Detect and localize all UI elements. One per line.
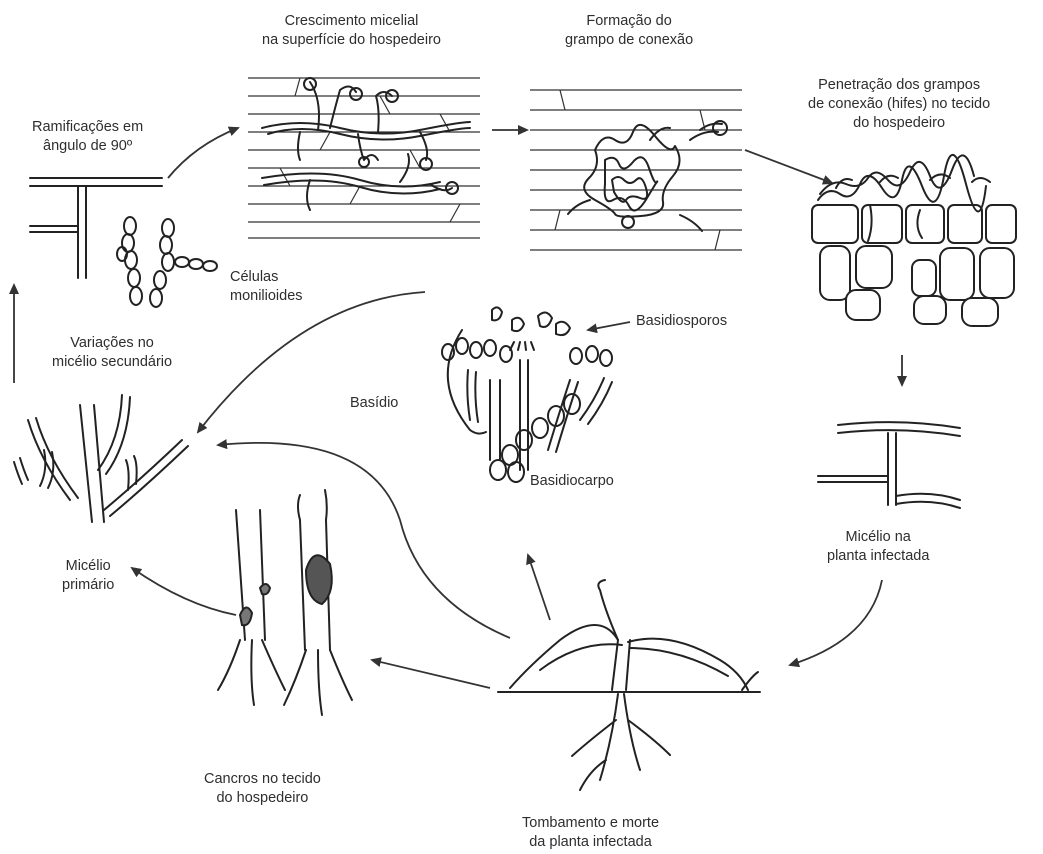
mycelium-infected-plant <box>818 422 960 508</box>
label-basidiocarpo: Basidiocarpo <box>530 472 614 491</box>
arrow-micelio-planta-to-tombamento <box>790 580 882 665</box>
arrow-tombamento-to-cancros <box>372 660 490 688</box>
canker-stems <box>218 490 352 715</box>
arrow-ramificacoes-to-crescimento <box>168 128 238 178</box>
label-basidio: Basídio <box>350 394 398 413</box>
arrow-formacao-to-penetracao <box>745 150 832 183</box>
label-formacao: Formação dogrampo de conexão <box>565 12 693 50</box>
label-crescimento: Crescimento micelialna superfície do hos… <box>262 12 441 50</box>
host-surface-mycelium <box>248 68 480 240</box>
label-penetracao: Penetração dos gramposde conexão (hifes)… <box>808 76 990 133</box>
label-micelio-planta: Micélio naplanta infectada <box>827 528 929 566</box>
basidiocarp <box>442 307 612 482</box>
damping-off-plant <box>498 580 760 790</box>
label-basidiosporos: Basidiosporos <box>636 312 727 331</box>
moniliod-cells <box>117 217 217 307</box>
label-celulas: Célulasmonilioides <box>230 268 303 306</box>
label-micelio-primario: Micélioprimário <box>62 557 114 595</box>
primary-mycelium <box>14 395 188 522</box>
arrow-cancros-to-primario <box>132 568 236 615</box>
host-tissue-penetration <box>812 155 1016 326</box>
basidiospores <box>492 307 570 335</box>
clamp-connection-mass <box>530 90 742 250</box>
label-variacoes: Variações nomicélio secundário <box>52 334 172 372</box>
label-cancros: Cancros no tecidodo hospedeiro <box>204 770 321 808</box>
arrow-to-basidiosporos <box>588 322 630 330</box>
arrow-tombamento-to-basidiocarpo <box>528 555 550 620</box>
label-ramificacoes: Ramificações emângulo de 90º <box>32 118 143 156</box>
right-angle-branching <box>30 178 162 278</box>
label-tombamento: Tombamento e morteda planta infectada <box>522 814 659 852</box>
